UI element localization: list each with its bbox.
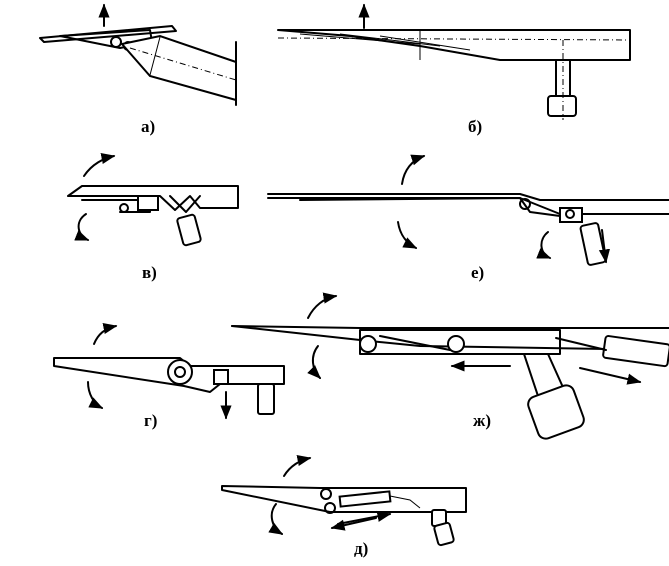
pivot-pin-icon xyxy=(447,335,465,353)
panel-label-zh: ж) xyxy=(473,411,491,430)
panel-d-drawing xyxy=(221,454,467,547)
panel-b-drawing xyxy=(277,3,631,120)
panel-label-b: б) xyxy=(468,117,483,136)
rotation-arrow-icon xyxy=(397,221,418,249)
rotation-arrow-icon xyxy=(268,503,284,535)
panel-label-d: д) xyxy=(354,539,369,558)
arrow-down-icon xyxy=(598,229,610,264)
hydraulic-cylinder xyxy=(527,384,585,440)
rotation-arrow-icon xyxy=(283,454,312,477)
pivot-pin-icon xyxy=(519,198,531,210)
panel-a-drawing xyxy=(39,3,237,106)
rotation-arrow-icon xyxy=(307,292,338,319)
pivot-pin-icon xyxy=(167,359,193,385)
arrow-right-icon xyxy=(337,510,392,525)
rotation-arrow-icon xyxy=(74,213,90,241)
hydraulic-cylinder xyxy=(433,521,455,547)
panel-label-g: г) xyxy=(144,411,158,430)
arrow-right-icon xyxy=(579,367,642,385)
panel-zh-drawing xyxy=(231,292,669,440)
hydraulic-cylinder xyxy=(257,383,275,415)
hydraulic-cylinder xyxy=(547,95,577,117)
arrow-left-icon xyxy=(330,517,377,531)
hydraulic-cylinder xyxy=(602,335,669,368)
pivot-pin-icon xyxy=(320,488,332,500)
panel-g-drawing xyxy=(53,322,285,420)
panel-v-drawing xyxy=(67,152,239,247)
panel-label-v: в) xyxy=(142,263,157,282)
panel-e-drawing xyxy=(267,154,669,266)
rotation-arrow-icon xyxy=(401,154,426,185)
rotation-arrow-icon xyxy=(307,345,321,379)
rotation-arrow-icon xyxy=(93,322,118,345)
rotation-arrow-icon xyxy=(536,231,552,259)
hydraulic-cylinder xyxy=(579,222,607,266)
hydraulic-cylinder xyxy=(176,213,202,247)
rotation-arrow-icon xyxy=(83,152,116,177)
pivot-pin-icon xyxy=(110,36,122,48)
pivot-pin-icon xyxy=(324,502,336,514)
rotation-arrow-icon xyxy=(87,381,104,409)
panel-label-e: е) xyxy=(471,263,485,282)
panel-label-a: а) xyxy=(141,117,156,136)
pivot-pin-icon xyxy=(359,335,377,353)
